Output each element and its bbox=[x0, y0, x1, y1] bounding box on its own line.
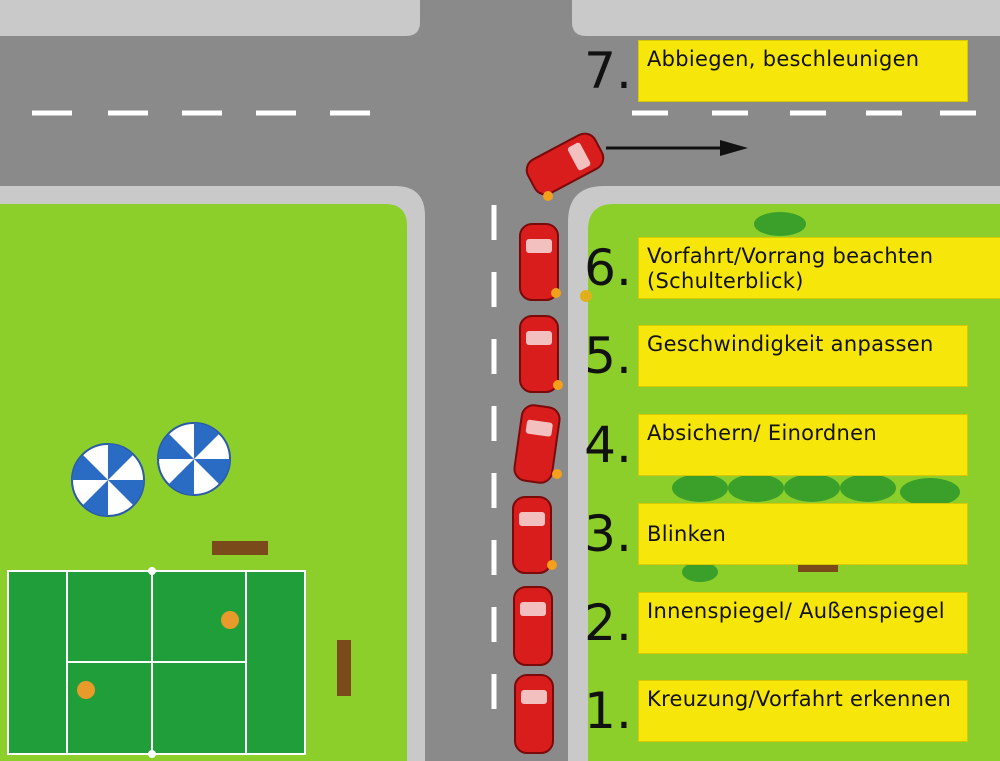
car-icon bbox=[512, 496, 552, 574]
step-label: Geschwindigkeit anpassen bbox=[638, 325, 968, 387]
step-label: Innenspiegel/ Außenspiegel bbox=[638, 592, 968, 654]
step-number: 3. bbox=[584, 505, 632, 563]
hedges bbox=[672, 212, 960, 582]
step-number: 1. bbox=[584, 682, 632, 740]
car-icon bbox=[513, 404, 561, 484]
step-label: Blinken bbox=[638, 503, 968, 565]
car-icon bbox=[513, 586, 553, 666]
top-right-sidewalk bbox=[572, 0, 1000, 36]
step-number: 2. bbox=[584, 594, 632, 652]
turn-arrow-icon bbox=[606, 140, 748, 156]
step-number: 4. bbox=[584, 416, 632, 474]
step-3: 3. Blinken bbox=[582, 503, 1000, 565]
step-label: Abbiegen, beschleunigen bbox=[638, 40, 968, 102]
step-number: 5. bbox=[584, 327, 632, 385]
step-1: 1. Kreuzung/Vorfahrt erkennen bbox=[582, 680, 1000, 742]
parasol-left-icon bbox=[71, 443, 145, 517]
tennis-court bbox=[7, 567, 306, 758]
step-label: Vorfahrt/Vorrang beachten (Schulterblick… bbox=[638, 237, 1000, 299]
step-label: Absichern/ Einordnen bbox=[638, 414, 968, 476]
bench-icon bbox=[337, 640, 351, 696]
step-7: 7. Abbiegen, beschleunigen bbox=[582, 40, 1000, 102]
car-icon bbox=[525, 132, 605, 196]
step-5: 5. Geschwindigkeit anpassen bbox=[582, 325, 1000, 387]
parasol-right-icon bbox=[157, 422, 231, 496]
bench-icon bbox=[212, 541, 268, 555]
step-label: Kreuzung/Vorfahrt erkennen bbox=[638, 680, 968, 742]
car-icon bbox=[519, 315, 559, 393]
step-4: 4. Absichern/ Einordnen bbox=[582, 414, 1000, 476]
top-left-sidewalk bbox=[0, 0, 420, 36]
car-icon bbox=[514, 674, 554, 754]
step-number: 7. bbox=[584, 42, 632, 100]
step-2: 2. Innenspiegel/ Außenspiegel bbox=[582, 592, 1000, 654]
car-icon bbox=[519, 223, 559, 301]
step-number: 6. bbox=[584, 239, 632, 297]
step-6: 6. Vorfahrt/Vorrang beachten (Schulterbl… bbox=[582, 237, 1000, 299]
car-queue bbox=[512, 132, 605, 754]
